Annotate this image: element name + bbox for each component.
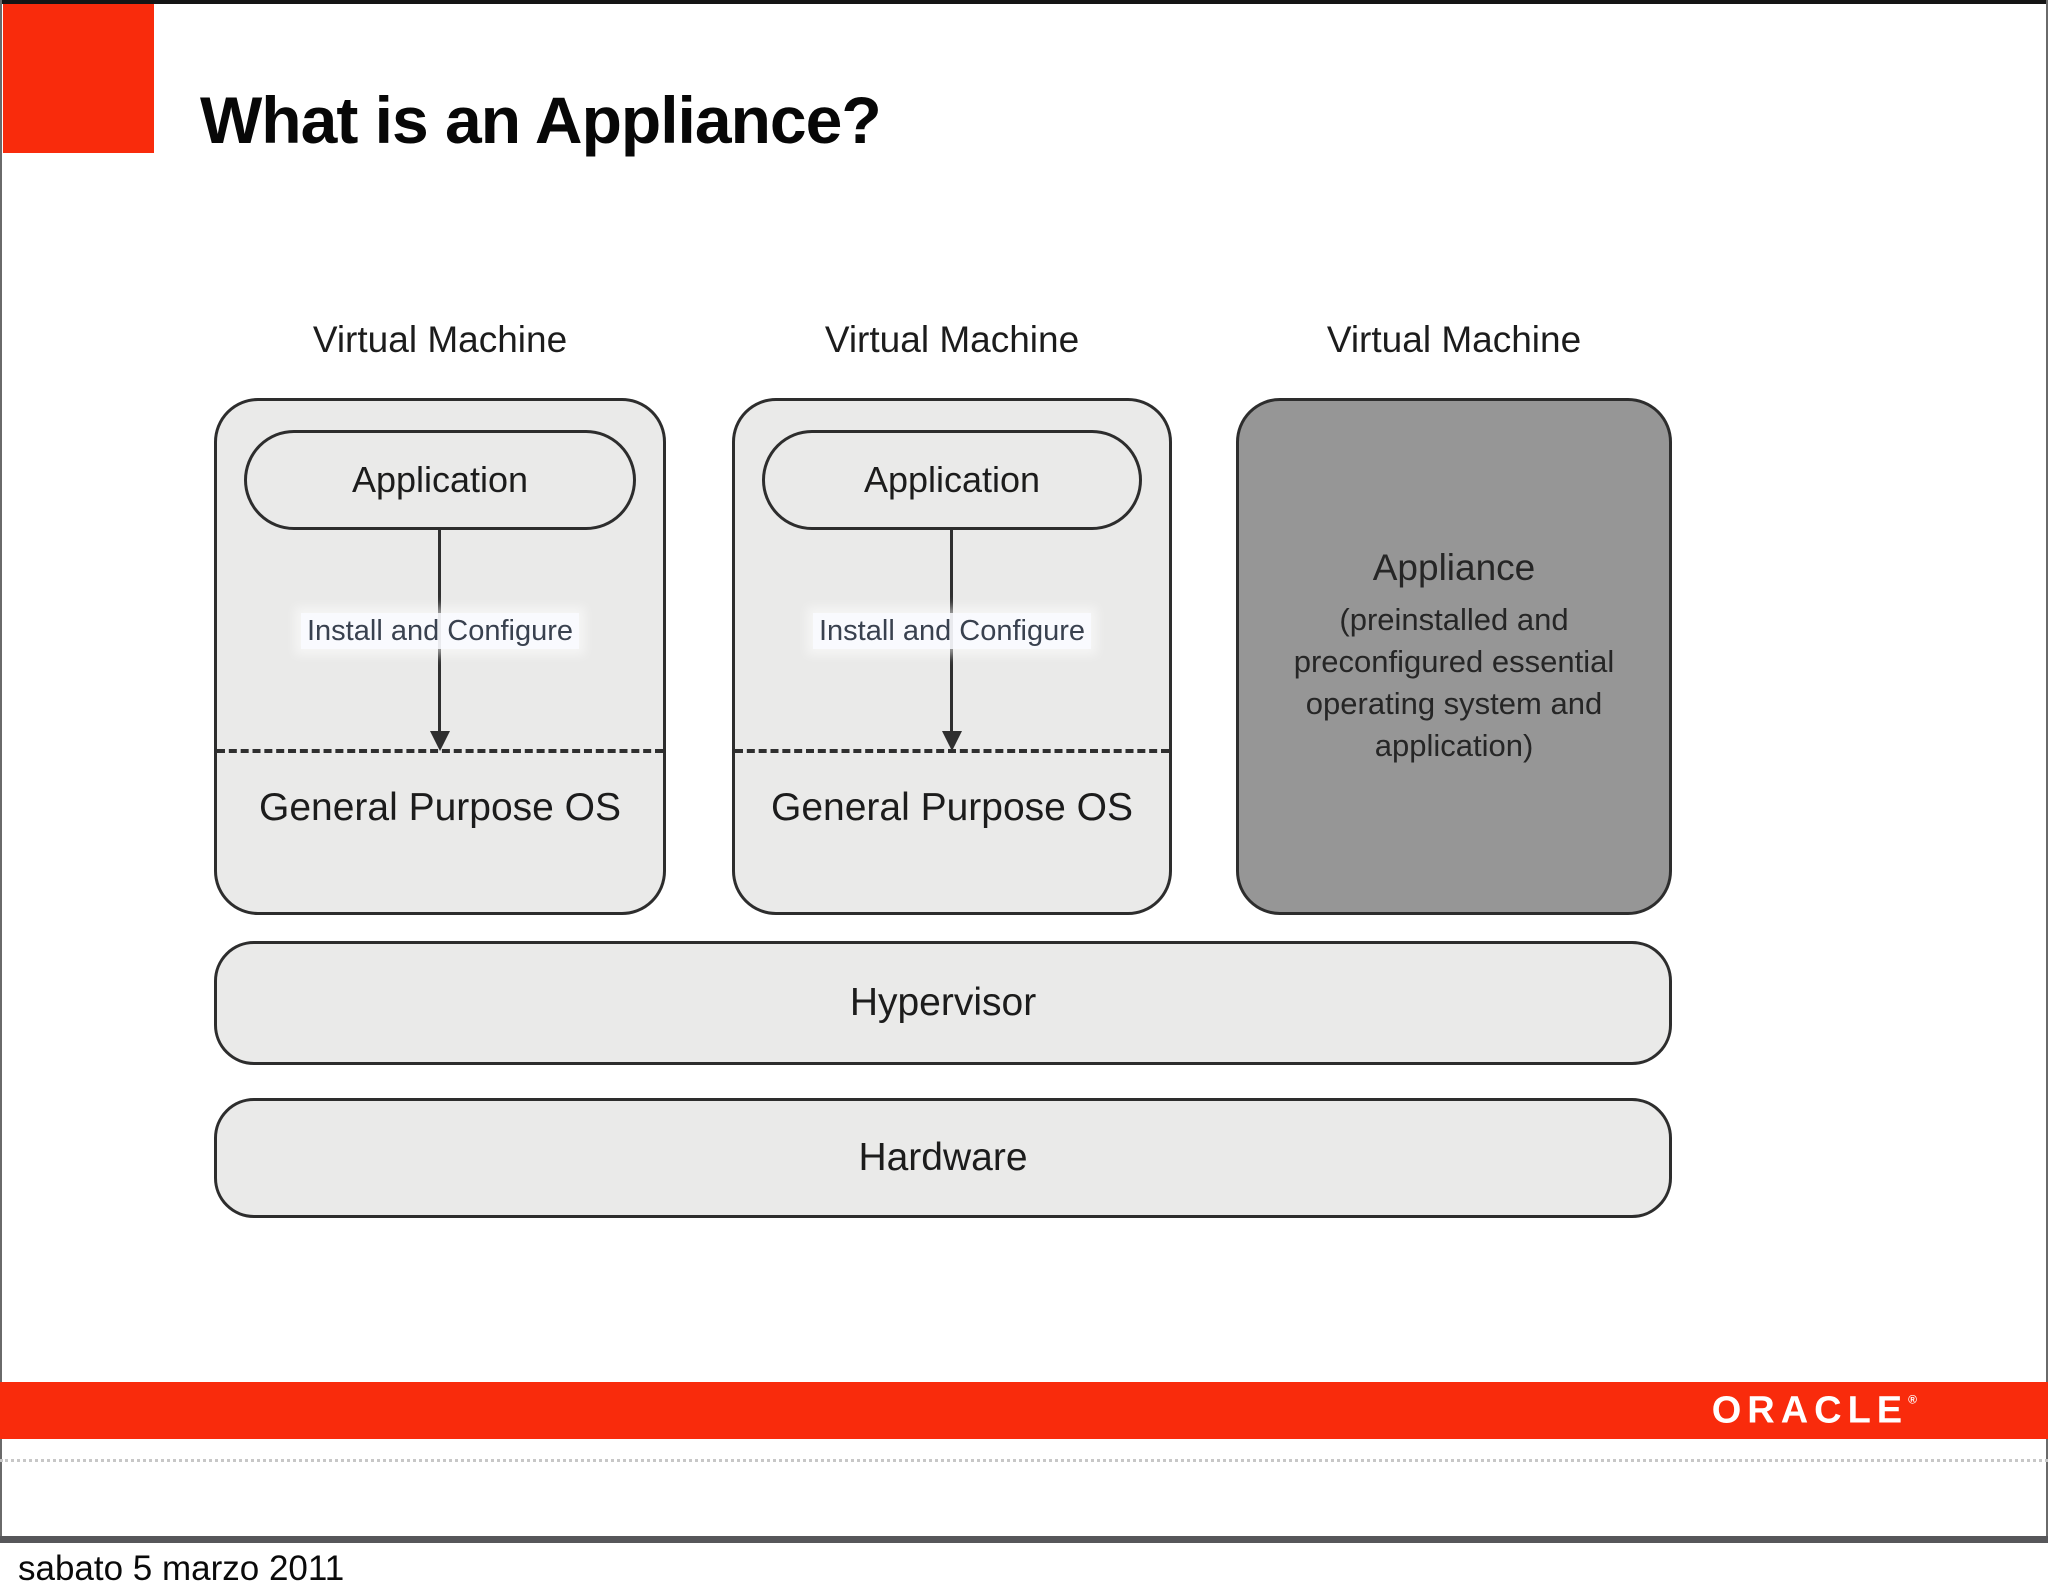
vm-column-3-header: Virtual Machine bbox=[1326, 319, 1582, 360]
vm-box-1: Application Install and Configure Genera… bbox=[214, 398, 666, 915]
page-title: What is an Appliance? bbox=[200, 83, 882, 157]
dotted-separator bbox=[0, 1459, 2048, 1462]
arrow-down-icon bbox=[430, 731, 450, 751]
slide-bottom-edge bbox=[0, 1536, 2048, 1543]
appliance-description-line: operating system and bbox=[1305, 685, 1603, 721]
install-configure-label: Install and Configure bbox=[735, 611, 1169, 651]
appliance-title: Appliance bbox=[1372, 546, 1536, 588]
registered-trademark-icon: ® bbox=[1908, 1392, 1917, 1406]
vm-column-2-header: Virtual Machine bbox=[824, 319, 1080, 360]
application-node: Application bbox=[244, 430, 636, 530]
footer-brand-bar: ORACLE® bbox=[0, 1382, 2048, 1439]
arrow-down-icon bbox=[942, 731, 962, 751]
vm-box-2: Application Install and Configure Genera… bbox=[732, 398, 1172, 915]
appliance-box: Appliance (preinstalled and preconfigure… bbox=[1236, 398, 1672, 915]
slide-accent-square bbox=[3, 4, 154, 153]
slide-border-top bbox=[0, 0, 2048, 4]
appliance-description-line: application) bbox=[1374, 727, 1534, 763]
appliance-description-line: (preinstalled and bbox=[1339, 601, 1569, 637]
general-purpose-os-label: General Purpose OS bbox=[258, 786, 622, 829]
appliance-description-line: preconfigured essential bbox=[1293, 643, 1615, 679]
install-configure-label: Install and Configure bbox=[217, 611, 663, 651]
oracle-logo: ORACLE® bbox=[1711, 1389, 1917, 1431]
os-dashed-divider bbox=[735, 749, 1169, 753]
vm-column-1-header: Virtual Machine bbox=[312, 319, 568, 360]
os-dashed-divider bbox=[217, 749, 663, 753]
slide-border-right bbox=[2046, 0, 2048, 1542]
hardware-bar: Hardware bbox=[214, 1098, 1672, 1218]
hypervisor-bar: Hypervisor bbox=[214, 941, 1672, 1065]
application-node: Application bbox=[762, 430, 1142, 530]
general-purpose-os-label: General Purpose OS bbox=[770, 786, 1134, 829]
date-label: sabato 5 marzo 2011 bbox=[18, 1549, 345, 1588]
appliance-description: Appliance (preinstalled and preconfigure… bbox=[1239, 401, 1669, 912]
slide-border-left bbox=[0, 0, 2, 1542]
